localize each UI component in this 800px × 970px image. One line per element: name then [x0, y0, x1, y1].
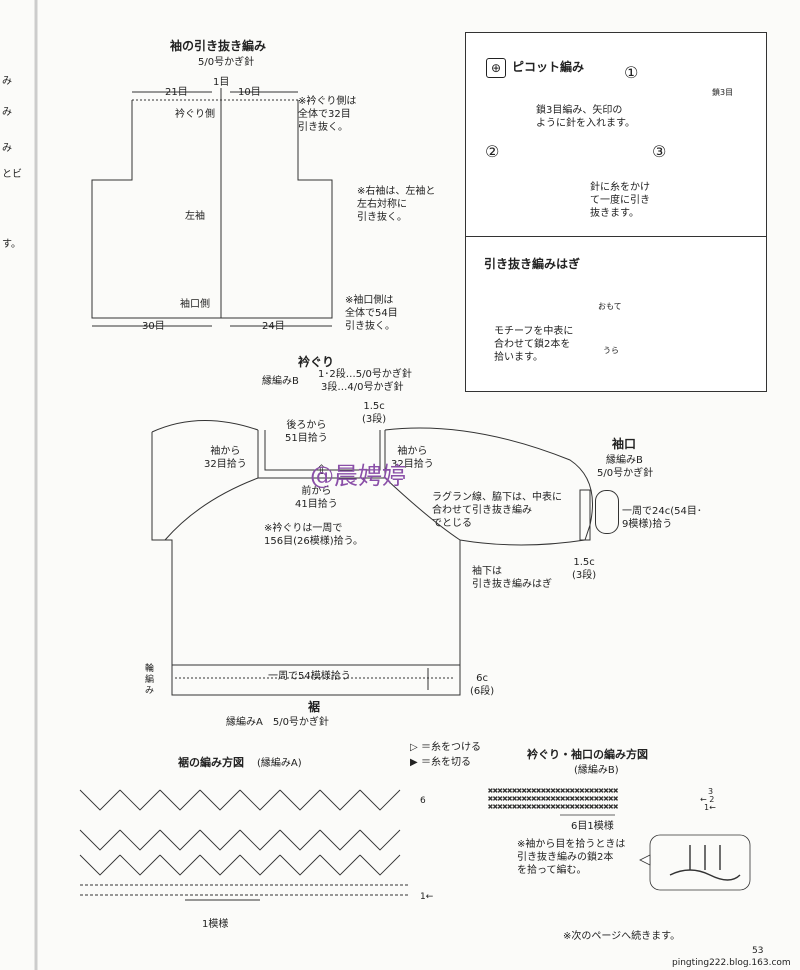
attach-yarn-icon: ▷ — [410, 742, 418, 753]
sleeve-top-left-count: 21目 — [165, 87, 188, 98]
sleeve-cuff-label: 袖口側 — [180, 299, 210, 310]
chart-b-row1: 1← — [704, 803, 716, 812]
slip-join-title: 引き抜き編みはぎ — [484, 257, 581, 271]
technique-box — [465, 32, 767, 392]
sleeve-title: 袖の引き抜き編み — [170, 39, 267, 53]
legend-cut: ＝糸を切る — [421, 757, 471, 768]
neck-from-front: 前から 41目拾う — [295, 486, 338, 510]
picot-title: ピコット編み — [512, 60, 585, 74]
left-edge-text-5: す。 — [2, 239, 21, 250]
neck-title: 衿ぐり — [298, 355, 335, 369]
cut-yarn-icon: ▶ — [410, 757, 418, 768]
picot-desc-1: 鎖3目編み、矢印の ように針を入れます。 — [536, 105, 635, 129]
sleeve-note-right: ※右袖は、左袖と 左右対称に 引き抜く。 — [357, 186, 436, 223]
sleeve-note-cuff: ※袖口側は 全体で54目 引き抜く。 — [345, 295, 398, 332]
svg-text:×××××××××××××××××××××××××××: ××××××××××××××××××××××××××× — [488, 786, 618, 795]
chart-b-row3: 3 — [708, 787, 714, 796]
chart-a-title: 裾の編み方図 — [178, 756, 244, 769]
chart-b-note: ※袖から目を拾うときは 引き抜き編みの鎖2本 を拾って編む。 — [517, 839, 626, 876]
left-edge-text-1: み — [2, 76, 12, 87]
neck-arrow-icon: ⇧ — [316, 463, 327, 478]
neck-pattern: 縁編みB — [262, 376, 299, 387]
sleeve-bottom-right-count: 24目 — [262, 321, 285, 332]
hem-depth: 6c (6段) — [470, 673, 495, 697]
neck-from-sleeve-right: 袖から 32目拾う — [391, 446, 434, 470]
hem-side-label: 輪 編 み — [145, 664, 155, 696]
picot-step-1: ① — [624, 63, 639, 82]
neck-depth: 1.5c (3段) — [362, 401, 387, 425]
chart-a-symbols — [79, 789, 410, 901]
neck-row3: 3段…4/0号かぎ針 — [321, 382, 404, 393]
chart-b-repeat: 6目1模様 — [571, 821, 614, 832]
sleeve-bottom-left-count: 30目 — [142, 321, 165, 332]
picot-step-2: ② — [485, 142, 500, 161]
chart-a-row-top: 6 — [420, 796, 426, 806]
sleeve-top-mid-count: 1目 — [213, 77, 230, 88]
chart-a-subtitle: (縁編みA) — [257, 758, 302, 769]
neck-total-note: ※衿ぐりは一周で 156目(26模様)拾う。 — [264, 523, 364, 547]
chart-b-row2: ← 2 — [700, 795, 715, 804]
sleeve-outline — [91, 88, 333, 327]
chart-a-repeat: 1模様 — [202, 919, 229, 930]
source-url: pingting222.blog.163.com — [672, 958, 791, 968]
picot-chain-label: 鎖3目 — [712, 88, 734, 97]
hem-band-label: 一周で54模様拾う — [268, 671, 351, 682]
sleeve-hook: 5/0号かぎ針 — [198, 57, 255, 68]
underarm-note: 袖下は 引き抜き編みはぎ — [472, 566, 552, 590]
garment-outline — [151, 419, 593, 696]
hem-pattern: 縁編みA 5/0号かぎ針 — [226, 717, 329, 728]
chart-b-title: 衿ぐり・袖口の編み方図 — [527, 748, 648, 761]
picot-step-3: ③ — [652, 142, 667, 161]
cuff-hook: 5/0号かぎ針 — [597, 468, 654, 479]
left-edge-text-3: み — [2, 143, 12, 154]
picot-desc-3: 針に糸をかけ て一度に引き 抜きます。 — [590, 182, 650, 219]
left-edge-text-4: とビ — [2, 169, 22, 180]
cuff-title: 袖口 — [612, 437, 637, 451]
hem-title: 裾 — [308, 700, 321, 714]
picot-symbol-icon: ⊕ — [486, 58, 506, 78]
chart-b-symbols: ××××××××××××××××××××××××××× ××××××××××××… — [488, 786, 751, 891]
raglan-note: ラグラン線、脇下は、中表に 合わせて引き抜き編み でとじる — [432, 492, 562, 529]
divider-line — [465, 236, 766, 237]
sleeve-armhole-label: 衿ぐり側 — [175, 109, 215, 120]
chart-b-subtitle: (縁編みB) — [574, 765, 619, 776]
continued-note: ※次のページへ続きます。 — [563, 931, 681, 942]
svg-text:×××××××××××××××××××××××××××: ××××××××××××××××××××××××××× — [488, 802, 618, 811]
left-edge-text-2: み — [2, 107, 12, 118]
neck-rows12: 1･2段…5/0号かぎ針 — [318, 369, 412, 380]
slip-join-desc: モチーフを中表に 合わせて鎖2本を 拾います。 — [494, 326, 574, 363]
legend-attach: ＝糸をつける — [421, 742, 481, 753]
slip-join-back: うら — [603, 346, 619, 355]
svg-text:×××××××××××××××××××××××××××: ××××××××××××××××××××××××××× — [488, 794, 618, 803]
slip-join-front: おもて — [598, 302, 622, 311]
cuff-bracket — [595, 490, 619, 534]
neck-from-sleeve-left: 袖から 32目拾う — [204, 446, 247, 470]
page-number: 53 — [752, 946, 764, 956]
cuff-depth: 1.5c (3段) — [572, 557, 597, 581]
sleeve-top-right-count: 10目 — [238, 87, 261, 98]
cuff-pickup: 一周で24c(54目･ 9模様)拾う — [622, 506, 702, 530]
sleeve-note-armhole: ※衿ぐり側は 全体で32目 引き抜く。 — [298, 96, 357, 133]
chart-a-row-bottom: 1← — [420, 892, 434, 902]
watermark: @晨娉婷 — [310, 462, 406, 490]
cuff-pattern: 縁編みB — [606, 455, 643, 466]
neck-from-back: 後ろから 51目拾う — [285, 420, 328, 444]
sleeve-center-label: 左袖 — [185, 211, 205, 222]
